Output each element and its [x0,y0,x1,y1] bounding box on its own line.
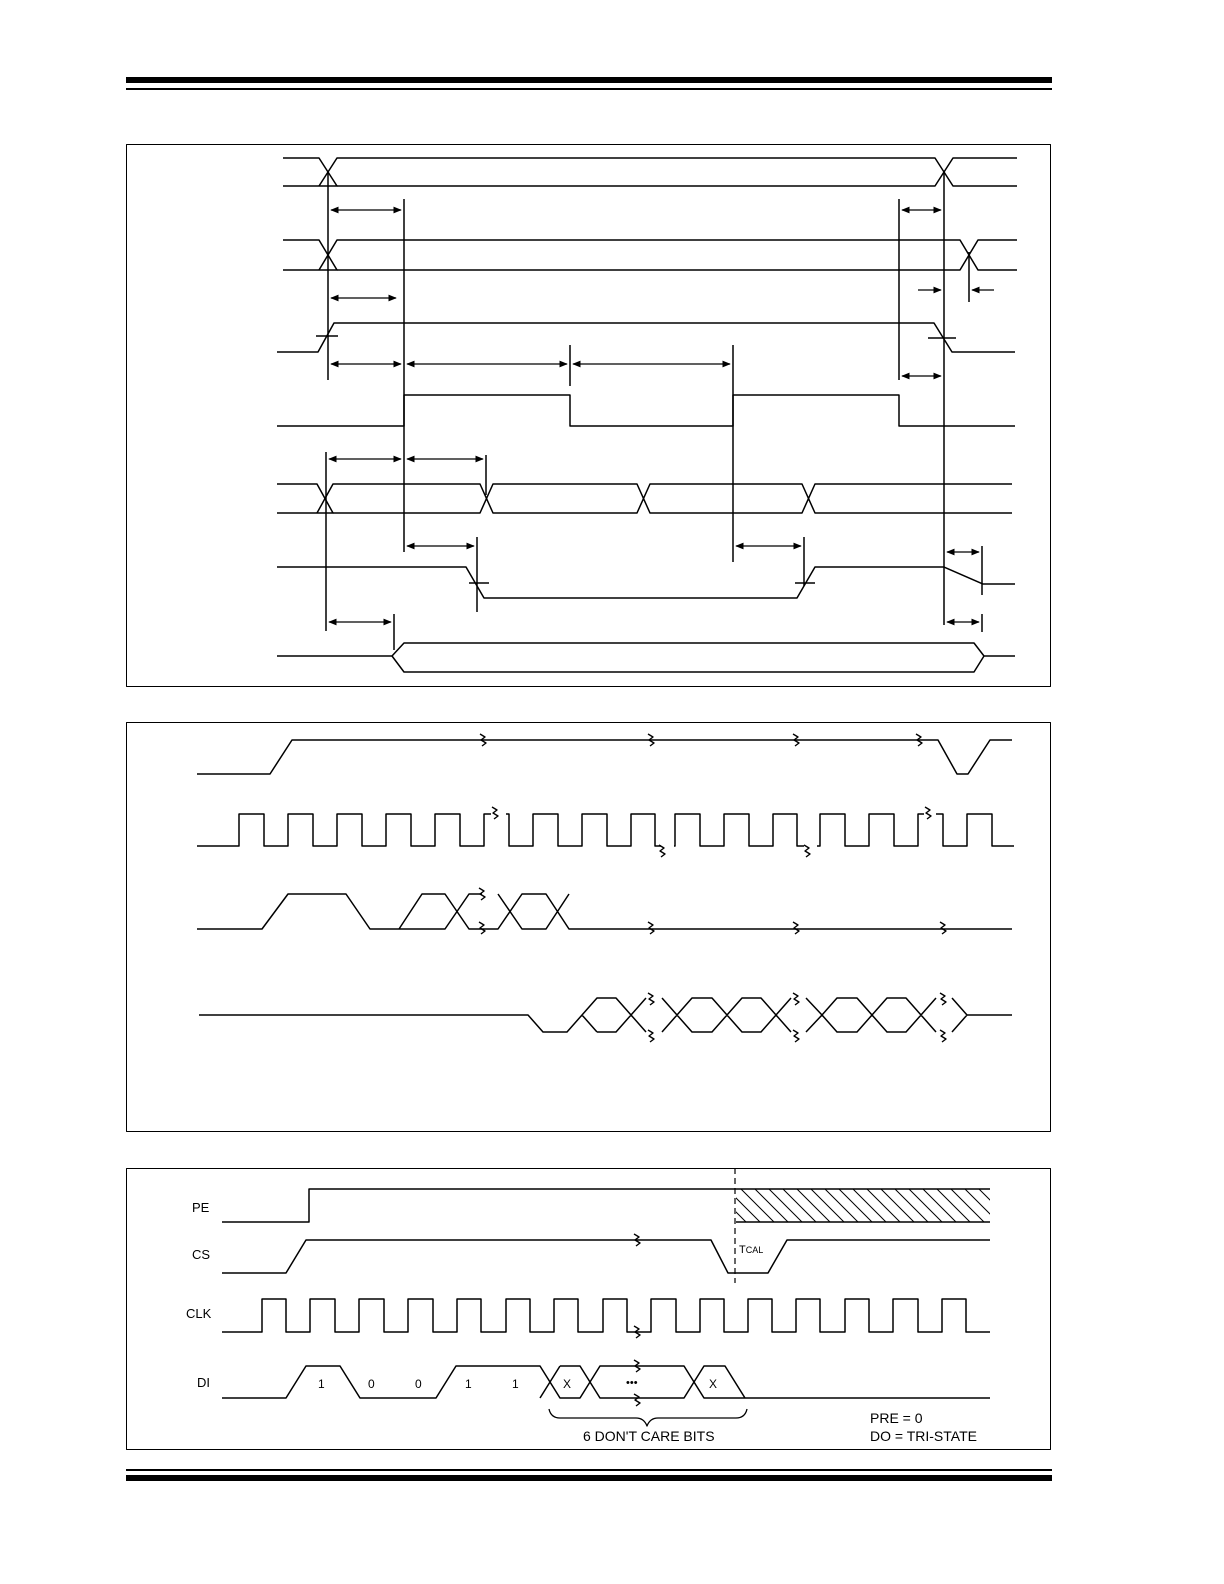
di-bit: 1 [465,1377,472,1391]
header-rule [126,77,1052,90]
waveform-bus-5 [277,483,1012,514]
di-bit: 0 [415,1377,422,1391]
waveform-clk [222,1298,990,1333]
timing-diagram-1 [126,144,1051,687]
brace-label: 6 DON'T CARE BITS [583,1428,715,1444]
waveform-bus-7 [277,642,1015,673]
waveform-cs [197,739,1012,775]
di-bit: X [709,1377,717,1391]
figure-frame [126,1168,1051,1450]
di-bit: 0 [368,1377,375,1391]
timing-reference-lines [325,199,983,650]
waveform-di [197,893,1012,930]
waveform-line-3 [277,322,1015,353]
figure-frame [126,144,1051,687]
figure-frame [126,722,1051,1132]
break-markers [633,1233,641,1407]
waveform-do [199,997,1012,1033]
note-pre: PRE = 0 [870,1410,923,1426]
waveform-cs [222,1239,990,1274]
timing-arrows [328,206,994,626]
waveform-clk [197,813,1014,847]
brace [548,1408,748,1427]
waveform-line-6 [277,566,1015,599]
di-bit: ••• [626,1377,638,1389]
signal-label-clk: CLK [186,1306,212,1321]
di-bit: 1 [512,1377,519,1391]
waveform-bus-1 [283,157,1017,625]
tcal-label: TCAL [739,1244,763,1256]
break-markers [478,733,947,1043]
waveform-bus-2 [283,239,1017,302]
signal-label-di: DI [197,1375,210,1390]
note-do: DO = TRI-STATE [870,1428,977,1444]
signal-label-pe: PE [192,1200,210,1215]
di-bit: X [563,1377,571,1391]
waveform-pe [222,1188,990,1223]
timing-diagram-3: PE CS CLK DI TCAL 1 0 0 1 1 X ••• X [126,1168,1051,1450]
hatched-undefined-region [736,1189,990,1222]
waveform-di [222,1365,990,1399]
tcal-subscript: CAL [746,1245,764,1255]
waveform-line-4 [277,394,1015,427]
signal-label-cs: CS [192,1247,210,1262]
timing-diagram-2 [126,722,1051,1132]
di-bit: 1 [318,1377,325,1391]
footer-rule [126,1469,1052,1481]
